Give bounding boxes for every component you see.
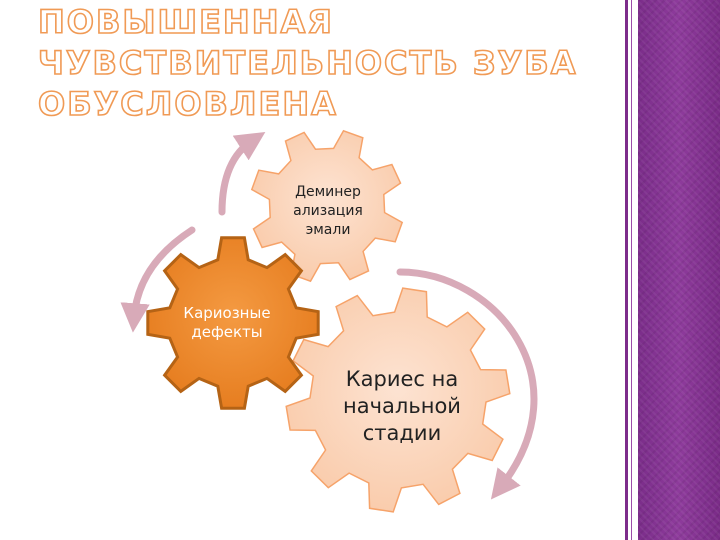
gear-top <box>250 129 404 283</box>
side-decor-band <box>638 0 720 540</box>
curved-arrow-left <box>120 226 196 333</box>
gear-right <box>285 287 511 513</box>
gear-left <box>146 236 320 410</box>
gear-right-label: Кариес на начальной стадии <box>343 367 461 445</box>
gear-left-label: Кариозные дефекты <box>183 304 271 341</box>
curved-arrow-top <box>218 132 266 216</box>
curved-arrow-right <box>396 268 538 500</box>
gear-top-label: Деминер ализация эмали <box>293 184 363 238</box>
slide-title: ПОВЫШЕННАЯ ЧУВСТВИТЕЛЬНОСТЬ ЗУБА ОБУСЛОВ… <box>37 2 578 124</box>
side-divider-line-thin <box>631 0 632 540</box>
side-divider-line <box>625 0 628 540</box>
